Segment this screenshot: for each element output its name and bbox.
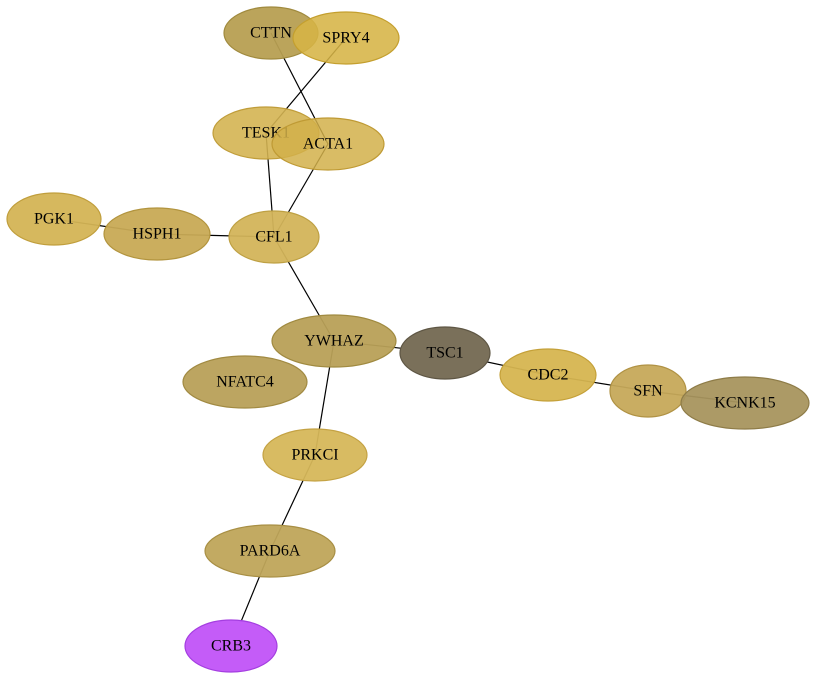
- node-sfn[interactable]: SFN: [609, 364, 687, 418]
- node-cdc2[interactable]: CDC2: [499, 348, 597, 402]
- node-label-spry4: SPRY4: [322, 30, 369, 47]
- node-label-kcnk15: KCNK15: [714, 395, 775, 412]
- node-label-nfatc4: NFATC4: [216, 374, 274, 391]
- node-prkci[interactable]: PRKCI: [262, 428, 368, 482]
- node-spry4[interactable]: SPRY4: [292, 11, 400, 65]
- node-label-prkci: PRKCI: [291, 447, 338, 464]
- node-nfatc4[interactable]: NFATC4: [182, 355, 308, 409]
- node-hsph1[interactable]: HSPH1: [103, 207, 211, 261]
- node-shape-tsc1: [399, 326, 491, 380]
- node-shape-hsph1: [103, 207, 211, 261]
- node-shape-acta1: [271, 117, 385, 171]
- edge-layer: [53, 32, 746, 647]
- node-ywhaz[interactable]: YWHAZ: [271, 314, 397, 368]
- node-label-sfn: SFN: [633, 383, 663, 400]
- node-shape-crb3: [184, 619, 278, 673]
- node-shape-nfatc4: [182, 355, 308, 409]
- node-shape-sfn: [609, 364, 687, 418]
- node-shape-cfl1: [228, 210, 320, 264]
- node-pard6a[interactable]: PARD6A: [204, 524, 336, 578]
- node-cttn[interactable]: CTTN: [223, 6, 319, 60]
- node-kcnk15[interactable]: KCNK15: [680, 376, 810, 430]
- node-shape-pgk1: [6, 192, 102, 246]
- node-pgk1[interactable]: PGK1: [6, 192, 102, 246]
- node-shape-kcnk15: [680, 376, 810, 430]
- node-shape-cdc2: [499, 348, 597, 402]
- node-shape-spry4: [292, 11, 400, 65]
- node-tsc1[interactable]: TSC1: [399, 326, 491, 380]
- node-crb3[interactable]: CRB3: [184, 619, 278, 673]
- node-shape-pard6a: [204, 524, 336, 578]
- node-label-cdc2: CDC2: [528, 367, 569, 384]
- node-label-ywhaz: YWHAZ: [304, 333, 364, 350]
- node-shape-ywhaz: [271, 314, 397, 368]
- node-label-crb3: CRB3: [211, 638, 251, 655]
- node-label-cttn: CTTN: [250, 25, 292, 42]
- node-label-tsc1: TSC1: [426, 345, 463, 362]
- node-cfl1[interactable]: CFL1: [228, 210, 320, 264]
- node-label-hsph1: HSPH1: [133, 226, 182, 243]
- node-acta1[interactable]: ACTA1: [271, 117, 385, 171]
- node-shape-prkci: [262, 428, 368, 482]
- node-label-cfl1: CFL1: [255, 229, 292, 246]
- node-label-pard6a: PARD6A: [240, 543, 301, 560]
- node-label-acta1: ACTA1: [303, 136, 353, 153]
- node-label-pgk1: PGK1: [34, 211, 74, 228]
